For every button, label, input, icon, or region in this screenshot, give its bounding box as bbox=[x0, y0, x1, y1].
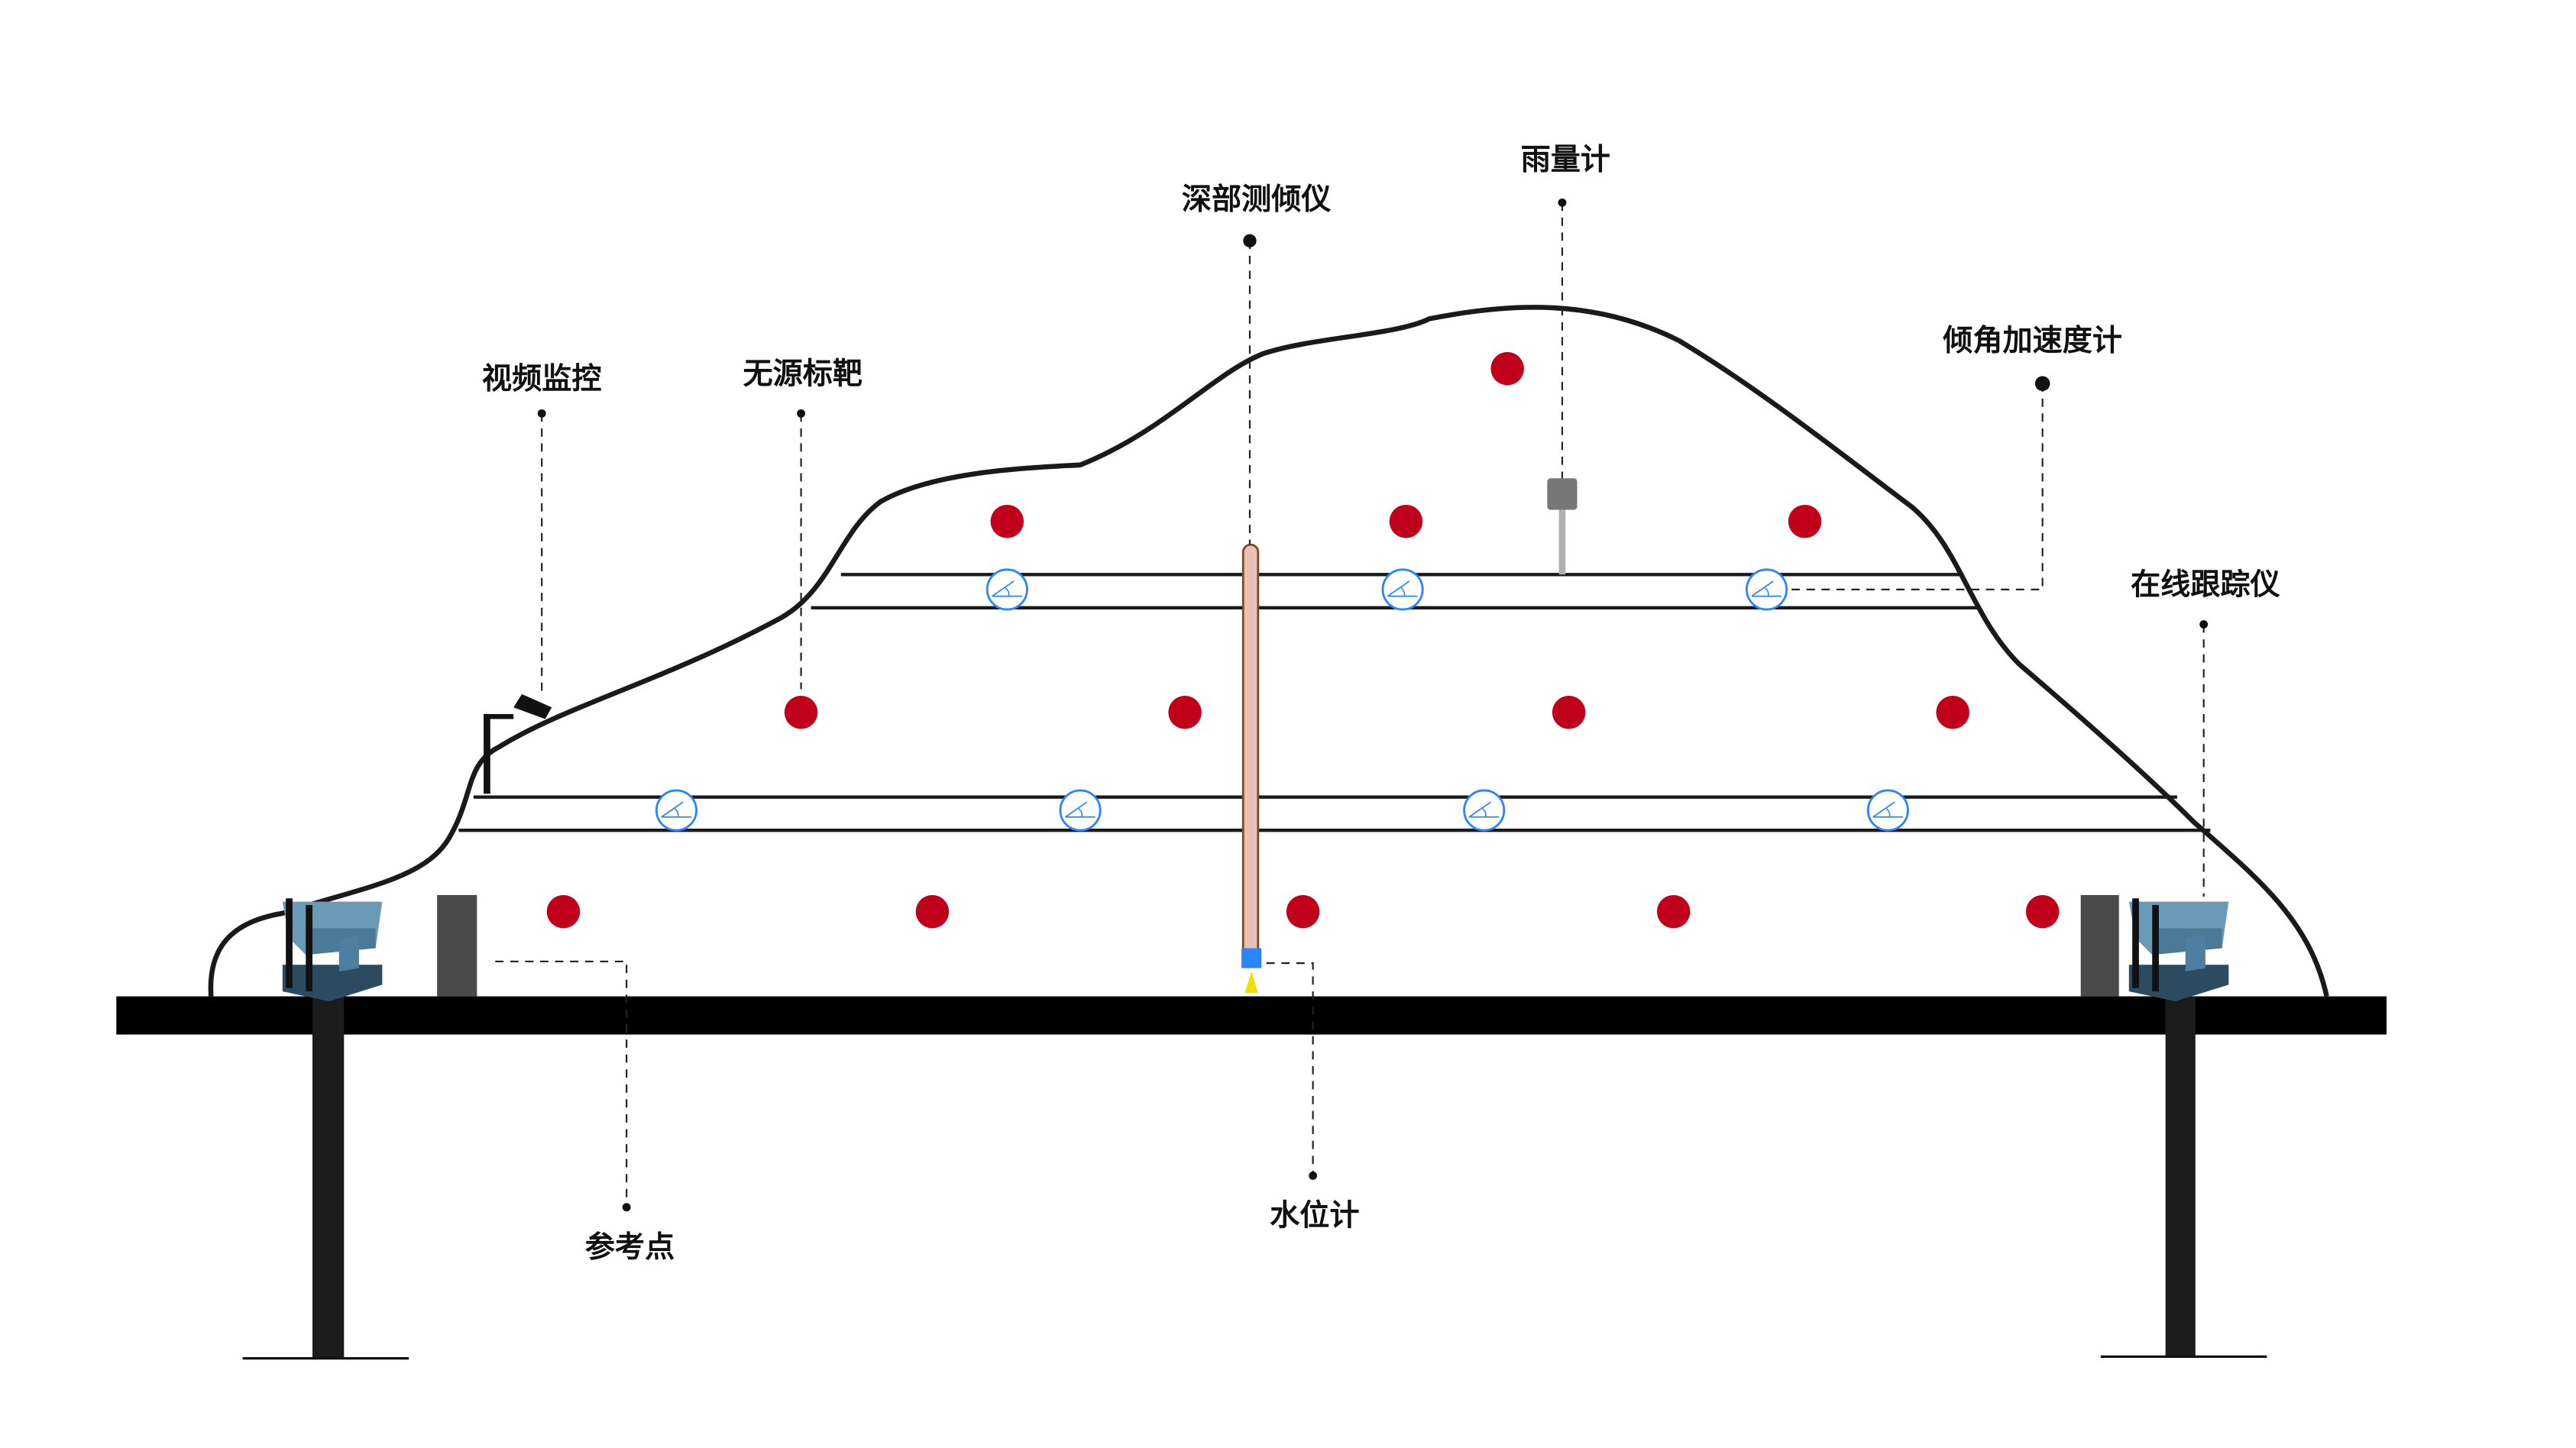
label-rain-gauge: 雨量计 bbox=[1521, 142, 1610, 177]
video-camera-icon bbox=[484, 693, 552, 794]
passive-targets bbox=[546, 351, 2060, 929]
tilt-sensor bbox=[655, 789, 697, 832]
passive-target bbox=[915, 894, 950, 929]
lower-berm bbox=[458, 795, 2211, 832]
passive-target bbox=[546, 894, 581, 929]
reference-point-left bbox=[437, 894, 477, 997]
right-pillar bbox=[2165, 996, 2196, 1357]
passive-target bbox=[1389, 504, 1423, 538]
reference-point-right bbox=[2080, 894, 2119, 997]
label-deep-inclinometer: 深部测倾仪 bbox=[1182, 182, 1332, 217]
tilt-sensor bbox=[1866, 789, 1909, 832]
ground-beam bbox=[116, 996, 2387, 1035]
label-water-gauge: 水位计 bbox=[1270, 1198, 1359, 1233]
tilt-sensor bbox=[1059, 789, 1102, 832]
label-online-tracker: 在线跟踪仪 bbox=[2131, 567, 2280, 602]
water-gauge-sensor bbox=[1241, 948, 1262, 968]
passive-target bbox=[1286, 894, 1320, 929]
tilt-sensor bbox=[1463, 789, 1506, 832]
rain-gauge-icon bbox=[1547, 478, 1578, 510]
tilt-sensor bbox=[1381, 568, 1424, 611]
passive-target bbox=[1552, 696, 1586, 729]
passive-target bbox=[1788, 504, 1822, 538]
tilt-sensor bbox=[1746, 568, 1788, 611]
label-passive-target: 无源标靶 bbox=[743, 356, 862, 391]
online-tracker-left bbox=[282, 898, 383, 1002]
slope-outline bbox=[208, 305, 2329, 997]
passive-target bbox=[2025, 894, 2060, 929]
left-pillar bbox=[312, 996, 345, 1359]
leader-lines bbox=[495, 198, 2209, 1212]
passive-target bbox=[1168, 696, 1202, 729]
passive-target bbox=[990, 504, 1024, 538]
online-tracker-right bbox=[2128, 898, 2229, 1002]
passive-target bbox=[1936, 696, 1969, 729]
water-gauge-tip bbox=[1244, 971, 1258, 994]
label-reference-point: 参考点 bbox=[585, 1230, 675, 1265]
deep-inclinometer-rod bbox=[1241, 543, 1260, 962]
label-video-monitoring: 视频监控 bbox=[482, 361, 602, 396]
passive-target bbox=[1656, 894, 1691, 929]
passive-target bbox=[784, 696, 818, 729]
rain-gauge-pole bbox=[1558, 506, 1566, 575]
tilt-sensor bbox=[985, 568, 1028, 611]
label-tilt-accelerometer: 倾角加速度计 bbox=[1942, 323, 2122, 358]
passive-target bbox=[1490, 351, 1524, 386]
